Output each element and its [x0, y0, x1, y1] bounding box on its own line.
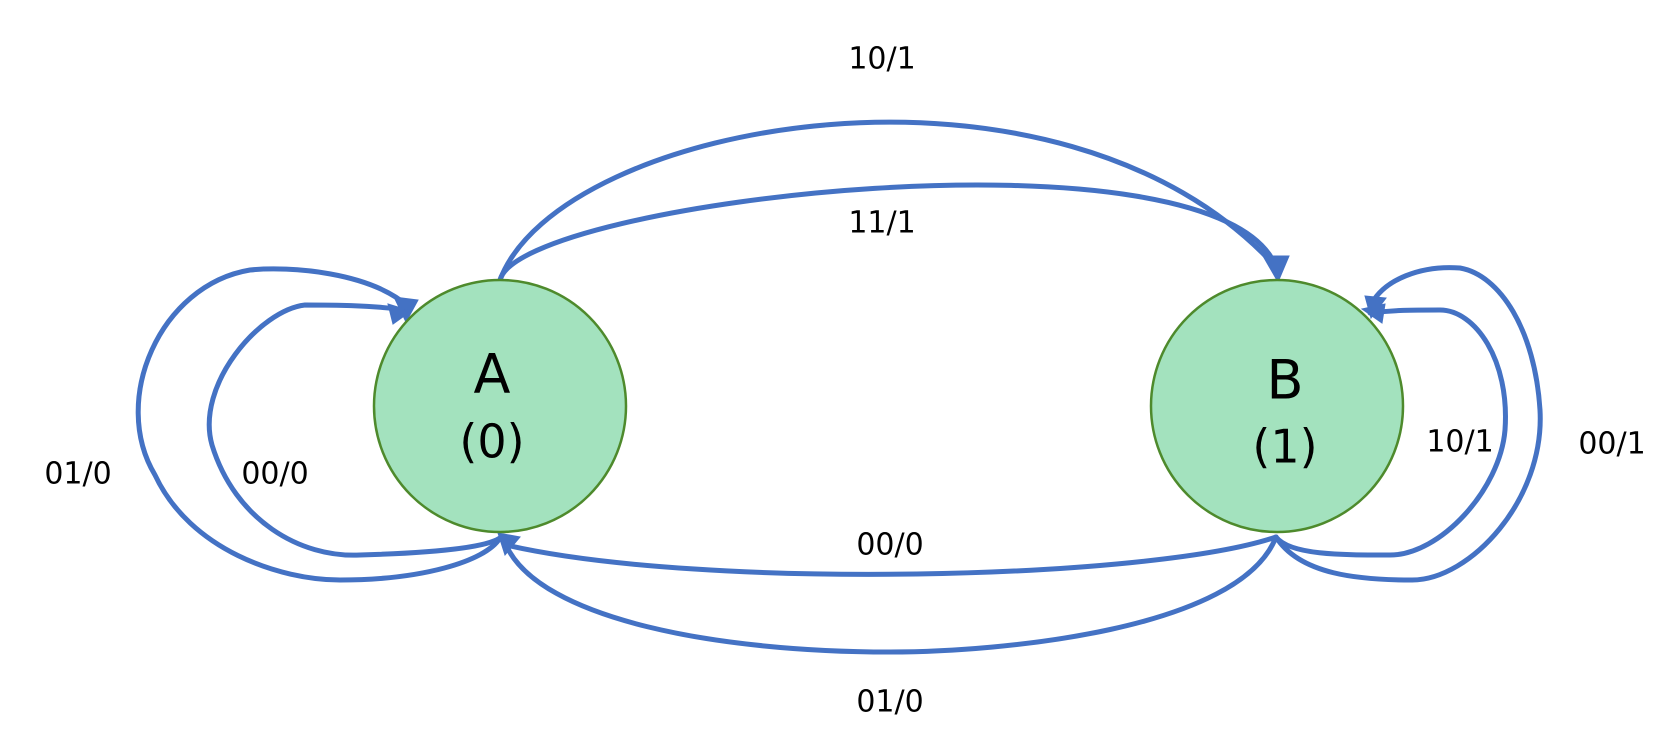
label-a-self-inner: 00/0 [241, 457, 308, 492]
arrowhead-b-to-a [497, 532, 521, 557]
edge-b-self-outer [1273, 265, 1543, 583]
edge-a-self-inner [206, 302, 503, 558]
state-b: B (1) [1149, 278, 1405, 534]
label-b-to-a-outer: 01/0 [856, 685, 923, 720]
edge-b-to-a-outer [503, 534, 1279, 655]
label-b-self-inner: 10/1 [1426, 425, 1493, 460]
state-a: A (0) [372, 278, 628, 534]
label-a-to-b-inner: 11/1 [848, 206, 915, 241]
state-b-circle [1149, 278, 1405, 534]
edge-a-self-outer [135, 266, 503, 583]
label-a-to-b-outer: 10/1 [848, 42, 915, 77]
label-b-self-outer: 00/1 [1578, 427, 1645, 462]
label-b-to-a-inner: 00/0 [856, 528, 923, 563]
state-a-output: (0) [459, 415, 524, 469]
edge-b-self-inner [1273, 307, 1508, 558]
state-a-name: A [474, 343, 511, 406]
state-b-output: (1) [1252, 420, 1317, 474]
arrowhead-b-self-inner [1360, 303, 1386, 324]
arrowhead-a-self-inner [387, 303, 413, 325]
label-a-self-outer: 01/0 [44, 457, 111, 492]
edge-a-to-b-outer [497, 119, 1279, 283]
state-b-name: B [1266, 349, 1303, 412]
edge-a-to-b-inner [497, 182, 1279, 283]
state-a-circle [372, 278, 628, 534]
edge-b-to-a-inner [503, 534, 1279, 577]
arrowhead-a-to-b [1262, 255, 1290, 284]
